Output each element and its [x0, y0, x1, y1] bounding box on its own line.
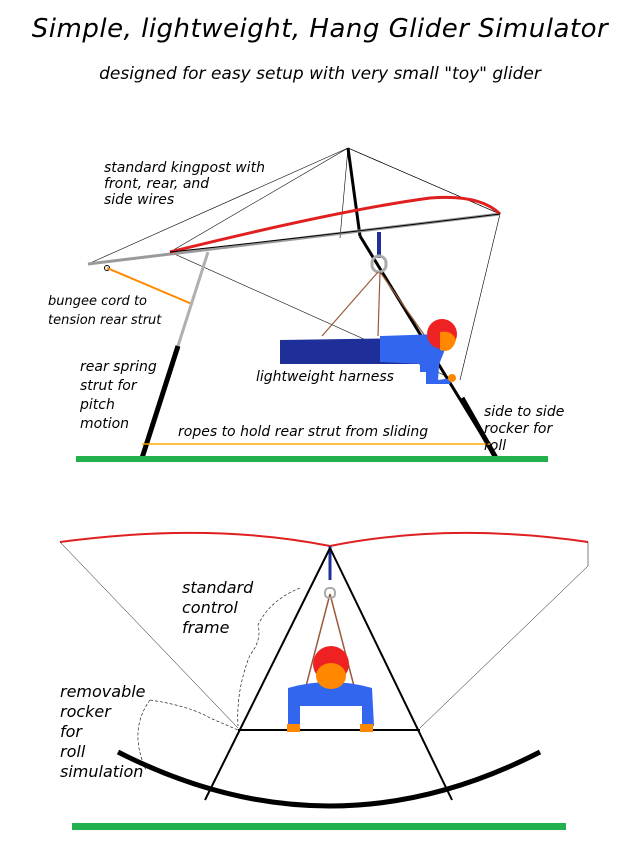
- rocker-post: [459, 396, 499, 460]
- control-frame-left: [204, 547, 331, 801]
- pilot-face-front: [316, 663, 346, 689]
- side-wire-front-left: [59, 541, 239, 729]
- label-rear-spring: rear spring strut for pitch motion: [80, 359, 157, 432]
- front-wire: [87, 147, 349, 265]
- front-view: [59, 531, 589, 830]
- kingpost: [346, 147, 362, 237]
- carabiner: [370, 254, 388, 274]
- suspension-line: [321, 271, 379, 337]
- rocker-callout: [149, 699, 239, 731]
- pilot-arm: [410, 346, 452, 384]
- side-wire-left: [169, 147, 349, 253]
- label-kingpost: standard kingpost with front, rear, and …: [104, 160, 265, 208]
- pilot-hand-right: [360, 724, 373, 732]
- rear-spring-strut: [139, 345, 181, 459]
- ground-front: [72, 823, 566, 830]
- suspension-front-left: [304, 593, 331, 691]
- lower-rear-wire: [459, 213, 501, 381]
- rocker: [116, 749, 542, 809]
- pilot-hand: [448, 374, 456, 382]
- label-rocker-side: side to side rocker for roll: [484, 404, 565, 454]
- label-bungee: bungee cord to tension rear strut: [48, 294, 162, 328]
- suspension-front-right: [329, 593, 356, 691]
- ground-side: [76, 456, 548, 462]
- bungee-cord: [106, 267, 193, 305]
- label-harness: lightweight harness: [256, 369, 394, 385]
- page-title: Simple, lightweight, Hang Glider Simulat…: [31, 14, 609, 44]
- pilot-hand-left: [287, 724, 300, 732]
- control-frame-right: [329, 547, 453, 801]
- label-ropes: ropes to hold rear strut from sliding: [178, 424, 429, 440]
- side-wire-center: [339, 147, 349, 239]
- control-frame-callout: [237, 587, 301, 727]
- sail-side: [169, 195, 502, 254]
- sail-front: [59, 531, 589, 548]
- page-subtitle: designed for easy setup with very small …: [99, 64, 541, 84]
- rear-strut: [176, 251, 210, 347]
- side-wire-front-right: [419, 565, 589, 729]
- side-view: [76, 147, 548, 462]
- pilot-body-front: [288, 682, 374, 726]
- label-control-frame: standard control frame: [182, 578, 254, 637]
- label-removable-rocker: removable rocker for roll simulation: [60, 682, 146, 781]
- pilot-face: [440, 331, 456, 351]
